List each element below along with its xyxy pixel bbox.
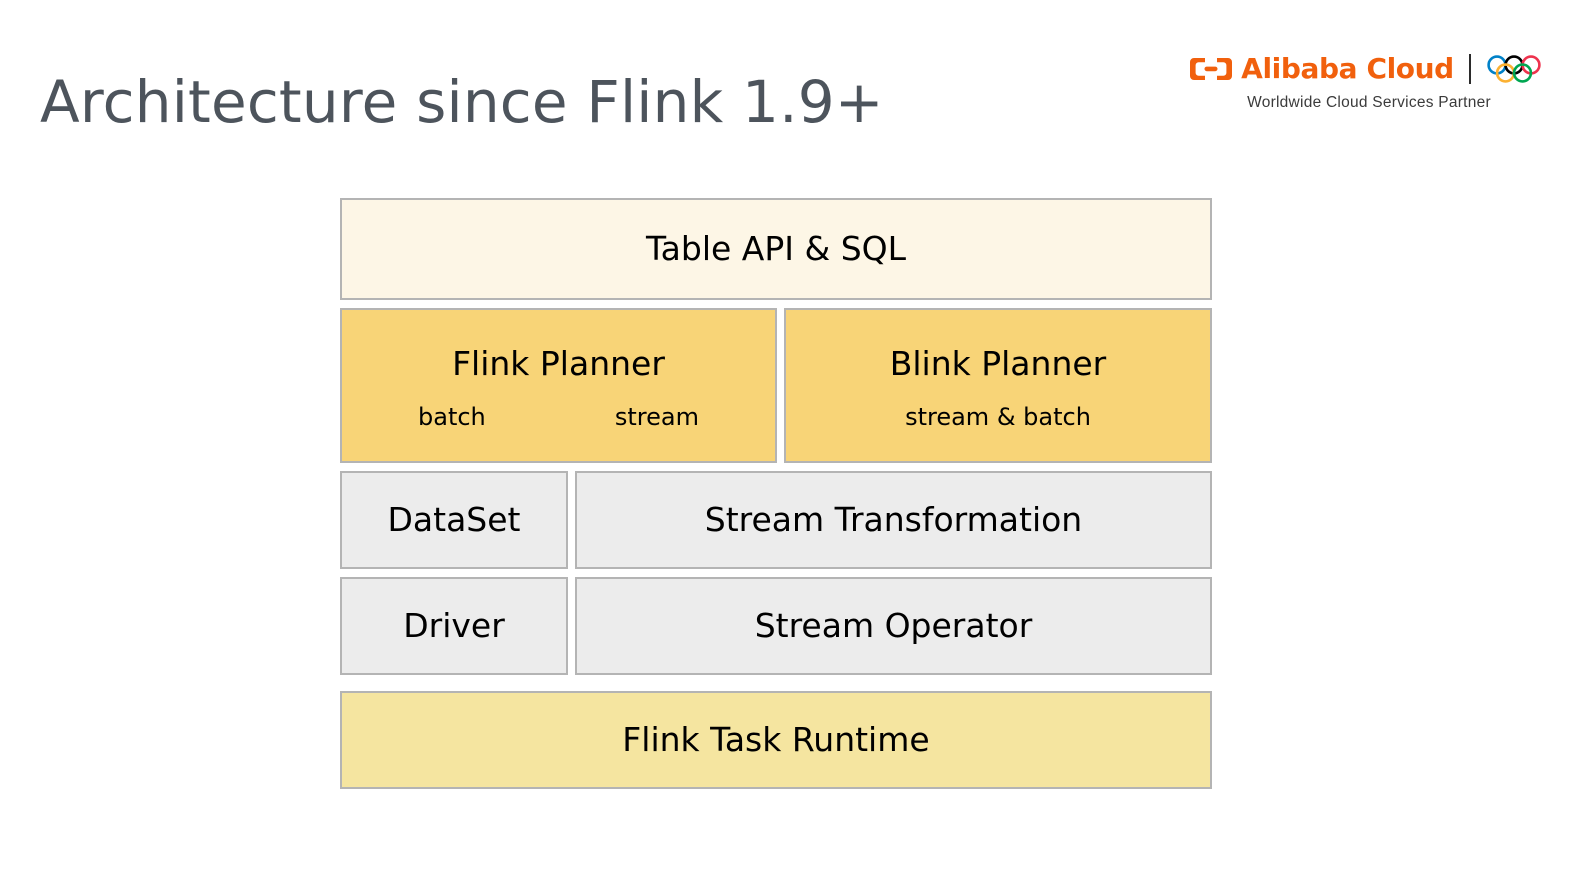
diagram-box-dataset: DataSet: [340, 471, 568, 569]
diagram-box-stream-transformation: Stream Transformation: [575, 471, 1212, 569]
brand-tagline: Worldwide Cloud Services Partner: [1247, 94, 1491, 111]
page-title: Architecture since Flink 1.9+: [40, 68, 884, 136]
architecture-stack-diagram: Table API & SQL Flink Planner batch stre…: [340, 198, 1212, 789]
diagram-box-label: Table API & SQL: [645, 228, 907, 268]
diagram-box-flink-planner: Flink Planner batch stream: [340, 308, 777, 463]
flink-planner-modes: batch stream: [342, 403, 775, 432]
alibaba-cloud-logo: Alibaba Cloud Worldwide Cloud Services P…: [1190, 50, 1541, 112]
diagram-box-label: Flink Task Runtime: [622, 719, 930, 759]
diagram-row-runtime-layer: Flink Task Runtime: [340, 691, 1212, 789]
diagram-row-api-layer: Table API & SQL: [340, 198, 1212, 300]
brand-row: Alibaba Cloud: [1190, 50, 1548, 88]
brand-name: Alibaba Cloud: [1241, 52, 1454, 85]
brand-divider: [1468, 54, 1471, 84]
diagram-row-transformation-layer: DataSet Stream Transformation: [340, 471, 1212, 569]
blink-planner-mode-stream-batch: stream & batch: [905, 403, 1091, 432]
diagram-box-table-api-sql: Table API & SQL: [340, 198, 1212, 300]
diagram-box-label: DataSet: [387, 499, 521, 539]
alibaba-cloud-mark-icon: [1190, 56, 1233, 82]
diagram-box-label: Stream Transformation: [704, 499, 1083, 539]
diagram-box-stream-operator: Stream Operator: [575, 577, 1212, 675]
diagram-box-label: Driver: [403, 605, 505, 645]
diagram-box-label: Blink Planner: [889, 344, 1107, 384]
diagram-row-operator-layer: Driver Stream Operator: [340, 577, 1212, 675]
flink-planner-mode-batch: batch: [418, 403, 486, 432]
olympic-rings-icon: [1486, 54, 1548, 84]
diagram-box-blink-planner: Blink Planner stream & batch: [784, 308, 1212, 463]
flink-planner-mode-stream: stream: [614, 403, 699, 432]
diagram-box-label: Flink Planner: [452, 344, 665, 384]
blink-planner-modes: stream & batch: [786, 403, 1210, 432]
diagram-box-driver: Driver: [340, 577, 568, 675]
diagram-row-planner-layer: Flink Planner batch stream Blink Planner…: [340, 308, 1212, 463]
diagram-box-label: Stream Operator: [754, 605, 1033, 645]
diagram-box-flink-task-runtime: Flink Task Runtime: [340, 691, 1212, 789]
